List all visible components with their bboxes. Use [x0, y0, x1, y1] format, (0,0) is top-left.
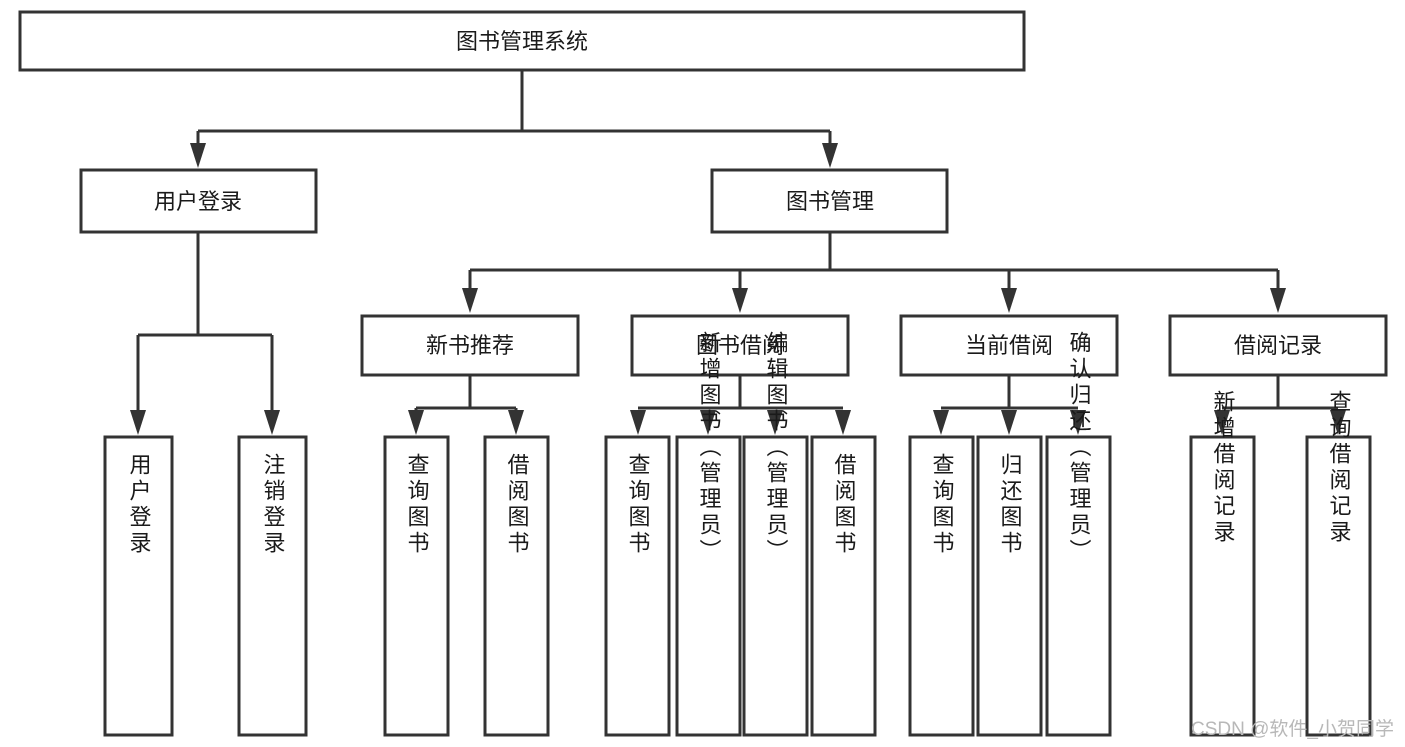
- leaf-query-book-3-box[interactable]: [908, 435, 975, 737]
- leaf-add-book-box[interactable]: [675, 435, 742, 737]
- arrowhead-leaf-confirm-return: [1070, 410, 1086, 435]
- leaf-user-login-box[interactable]: [103, 435, 174, 737]
- leaf-edit-book-label: 编辑图书（管理员）: [764, 331, 789, 565]
- borrow-record-label: 借阅记录: [1234, 333, 1322, 358]
- leaf-add-record-box[interactable]: [1189, 435, 1256, 737]
- leaf-edit-book-box[interactable]: [742, 435, 809, 737]
- leaf-borrow-book-2-box[interactable]: [810, 435, 877, 737]
- node-leaf-add-book[interactable]: 新增图书（管理员）: [675, 331, 742, 737]
- leaf-user-login-label: 用户登录: [127, 453, 152, 557]
- borrow-record-box[interactable]: [1168, 314, 1388, 377]
- node-leaf-user-logout[interactable]: 注销登录: [237, 435, 308, 737]
- current-borrow-label: 当前借阅: [965, 333, 1053, 358]
- leaf-borrow-book-2-label: 借阅图书: [832, 453, 857, 557]
- leaf-query-book-2-box[interactable]: [604, 435, 671, 737]
- leaf-return-book-box[interactable]: [976, 435, 1043, 737]
- node-current-borrow[interactable]: 当前借阅: [899, 314, 1119, 377]
- node-leaf-query-book-1[interactable]: 查询图书: [383, 435, 450, 737]
- arrowhead-current-borrow: [1001, 288, 1017, 313]
- arrowhead-leaf-query-record: [1330, 410, 1346, 435]
- leaf-query-book-1-label: 查询图书: [405, 453, 430, 557]
- leaf-user-logout-box[interactable]: [237, 435, 308, 737]
- book-management-box[interactable]: [710, 168, 949, 234]
- arrowhead-leaf-query-book-3: [933, 410, 949, 435]
- leaf-query-book-2-label: 查询图书: [626, 453, 651, 557]
- root-label: 图书管理系统: [456, 29, 588, 54]
- node-leaf-user-login[interactable]: 用户登录: [103, 435, 174, 737]
- arrowhead-leaf-add-record: [1214, 410, 1230, 435]
- node-leaf-query-book-2[interactable]: 查询图书: [604, 435, 671, 737]
- user-login-label: 用户登录: [154, 189, 242, 214]
- leaf-confirm-return-label: 确认归还（管理员）: [1067, 331, 1092, 565]
- node-leaf-query-record[interactable]: 查询借阅记录: [1305, 390, 1372, 737]
- root-box[interactable]: [18, 10, 1026, 72]
- arrowhead-new-book-recommend: [462, 288, 478, 313]
- node-leaf-query-book-3[interactable]: 查询图书: [908, 435, 975, 737]
- leaf-query-book-3-label: 查询图书: [930, 453, 955, 557]
- arrowhead-leaf-user-login: [130, 410, 146, 435]
- arrowhead-book-management: [822, 143, 838, 168]
- arrowhead-leaf-query-book-1: [408, 410, 424, 435]
- book-borrow-box[interactable]: [630, 314, 850, 377]
- csdn-watermark: CSDN @软件_小贺同学: [1191, 718, 1394, 740]
- arrowhead-user-login: [190, 143, 206, 168]
- leaf-user-logout-label: 注销登录: [261, 453, 286, 557]
- leaf-return-book-label: 归还图书: [998, 453, 1023, 557]
- arrowhead-leaf-borrow-book-1: [508, 410, 524, 435]
- node-user-login[interactable]: 用户登录: [79, 168, 318, 234]
- arrowhead-leaf-query-book-2: [630, 410, 646, 435]
- node-root[interactable]: 图书管理系统: [18, 10, 1026, 72]
- node-leaf-borrow-book-2[interactable]: 借阅图书: [810, 435, 877, 737]
- leaf-query-record-box[interactable]: [1305, 435, 1372, 737]
- book-management-label: 图书管理: [786, 189, 874, 214]
- node-leaf-add-record[interactable]: 新增借阅记录: [1189, 390, 1256, 737]
- arrowhead-leaf-add-book: [700, 410, 716, 435]
- node-leaf-return-book[interactable]: 归还图书: [976, 435, 1043, 737]
- node-leaf-borrow-book-1[interactable]: 借阅图书: [483, 435, 550, 737]
- arrowhead-borrow-record: [1270, 288, 1286, 313]
- node-new-book-recommend[interactable]: 新书推荐: [360, 314, 580, 377]
- arrowhead-leaf-edit-book: [767, 410, 783, 435]
- arrowhead-leaf-return-book: [1001, 410, 1017, 435]
- leaf-query-book-1-box[interactable]: [383, 435, 450, 737]
- connector-layer: [130, 70, 1346, 435]
- node-book-management[interactable]: 图书管理: [710, 168, 949, 234]
- node-book-borrow[interactable]: 图书借阅: [630, 314, 850, 377]
- node-borrow-record[interactable]: 借阅记录: [1168, 314, 1388, 377]
- arrowhead-leaf-borrow-book-2: [835, 410, 851, 435]
- current-borrow-box[interactable]: [899, 314, 1119, 377]
- arrowhead-leaf-user-logout: [264, 410, 280, 435]
- leaf-query-record-label: 查询借阅记录: [1327, 390, 1352, 546]
- arrowhead-book-borrow: [732, 288, 748, 313]
- new-book-recommend-box[interactable]: [360, 314, 580, 377]
- book-borrow-label: 图书借阅: [696, 333, 784, 358]
- leaf-add-record-label: 新增借阅记录: [1211, 390, 1236, 546]
- new-book-recommend-label: 新书推荐: [426, 333, 514, 358]
- leaf-borrow-book-1-box[interactable]: [483, 435, 550, 737]
- user-login-box[interactable]: [79, 168, 318, 234]
- node-leaf-edit-book[interactable]: 编辑图书（管理员）: [742, 331, 809, 737]
- leaf-add-book-label: 新增图书（管理员）: [697, 331, 722, 565]
- leaf-confirm-return-box[interactable]: [1045, 435, 1112, 737]
- node-leaf-confirm-return[interactable]: 确认归还（管理员）: [1045, 331, 1112, 737]
- leaf-borrow-book-1-label: 借阅图书: [505, 453, 530, 557]
